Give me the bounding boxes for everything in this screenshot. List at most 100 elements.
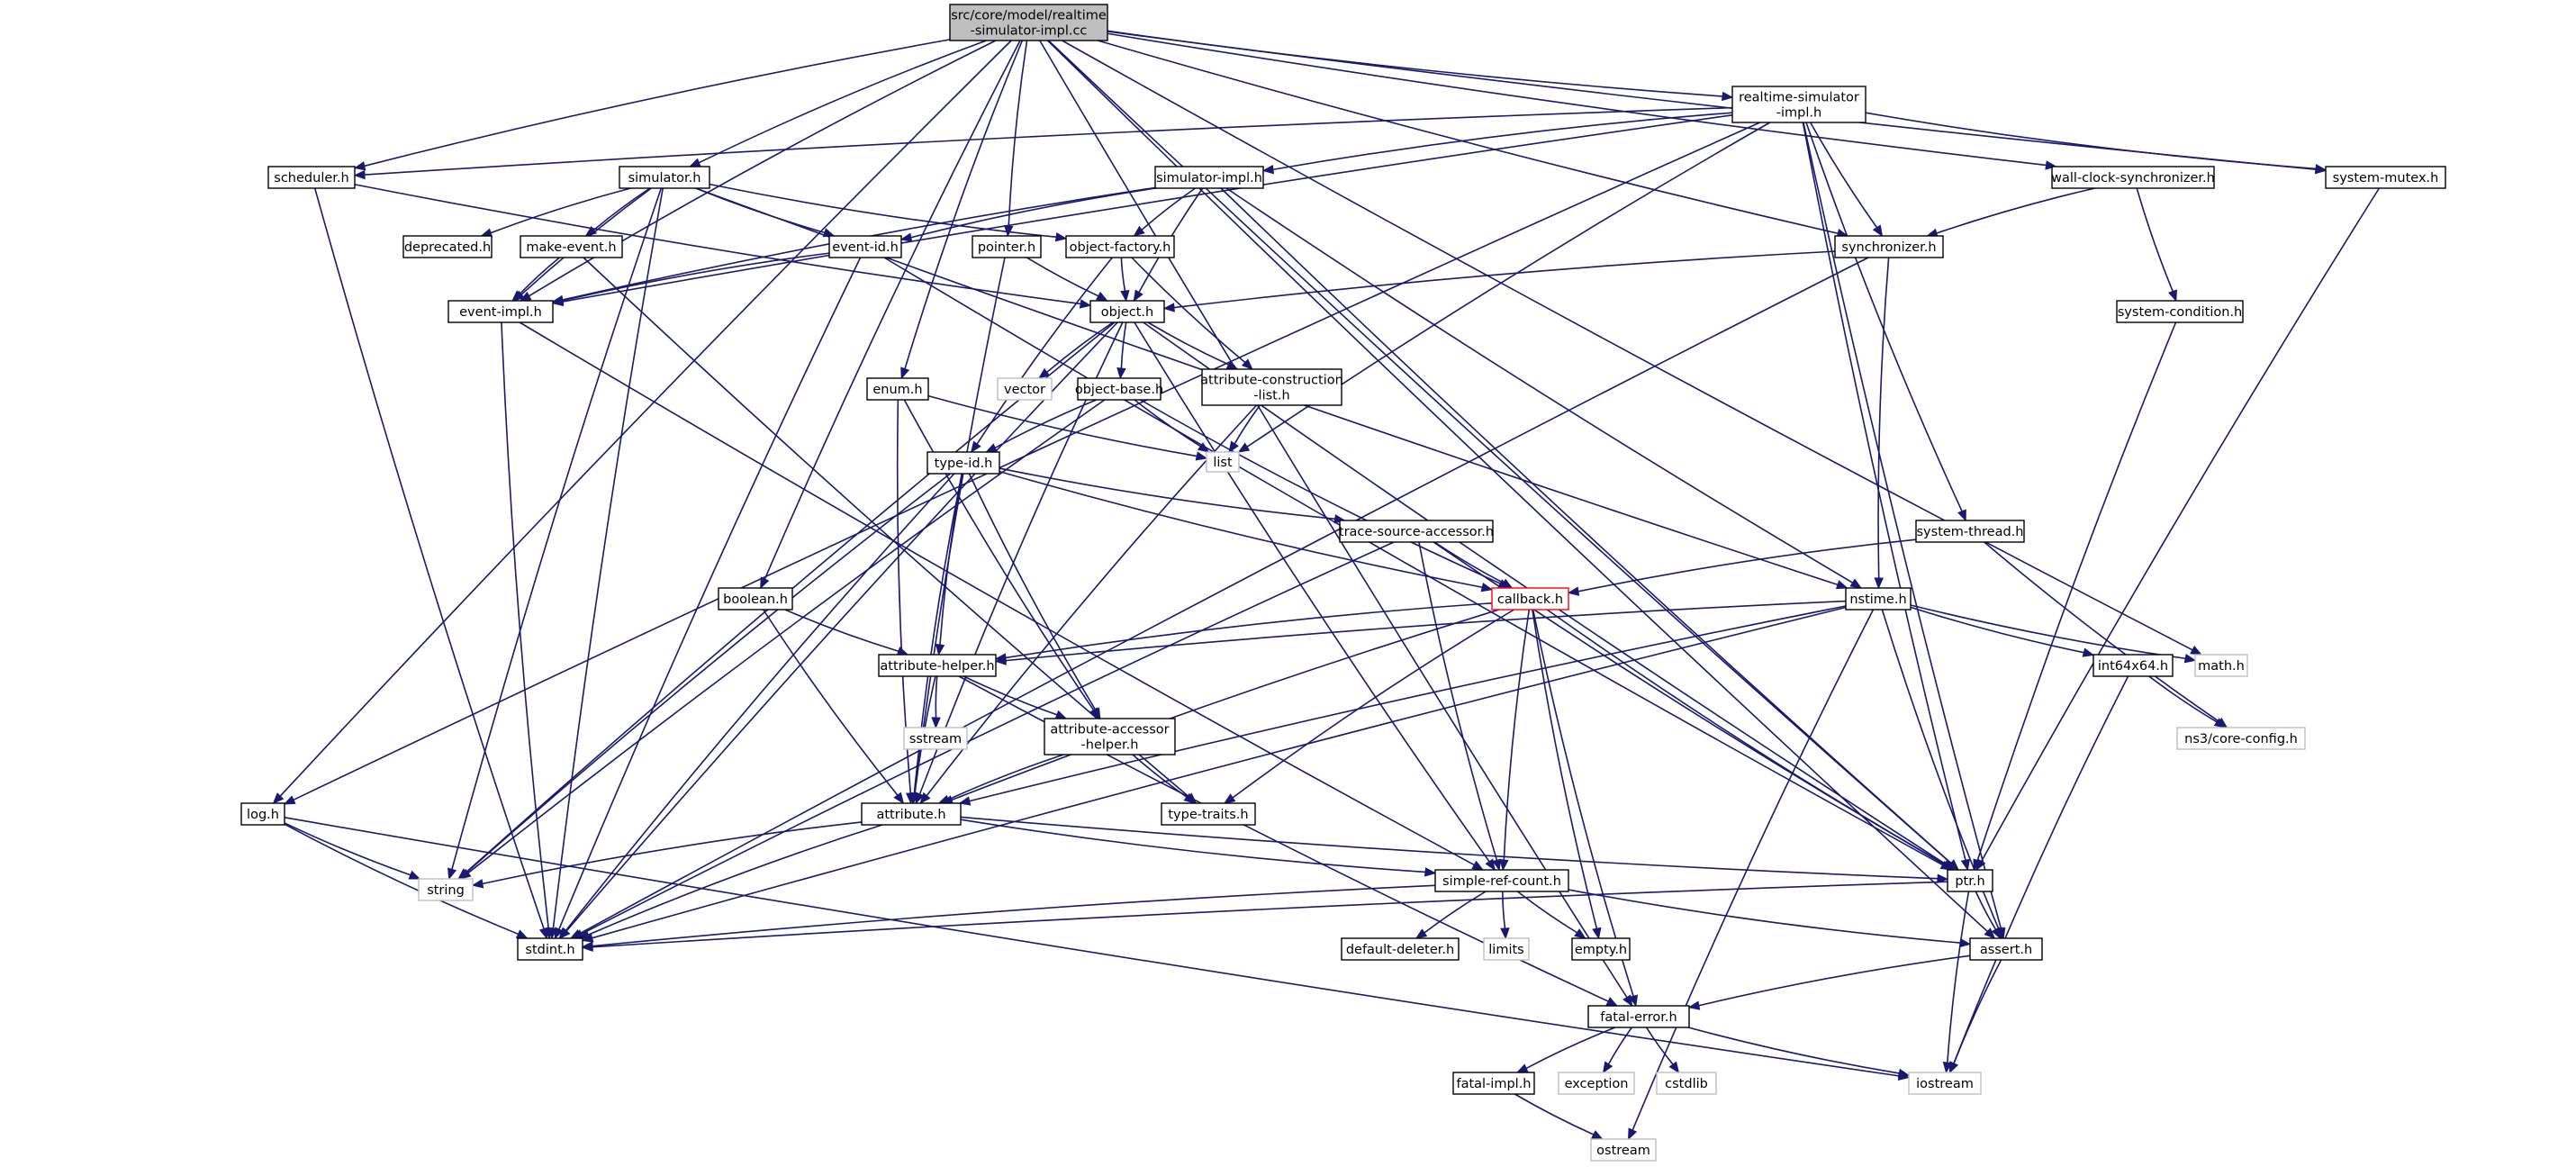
- file-node-eventimpl[interactable]: event-impl.h: [447, 300, 554, 323]
- edge-line: [960, 816, 1939, 880]
- edge-line: [1516, 891, 1577, 934]
- edge-arrowhead: [1973, 858, 1983, 872]
- file-node-label: object-factory.h: [1070, 240, 1171, 255]
- edge-line: [1120, 257, 1126, 292]
- file-node-simulator[interactable]: simulator.h: [619, 166, 710, 189]
- edge-arrowhead: [1960, 858, 1971, 872]
- file-node-box: [2194, 654, 2248, 677]
- edge-arrowhead: [1897, 1068, 1911, 1078]
- file-node-box: [1656, 1072, 1717, 1095]
- edge-arrowhead: [931, 717, 941, 729]
- file-node-sysmutex[interactable]: system-mutex.h: [2325, 166, 2446, 189]
- file-node-stdint[interactable]: stdint.h: [517, 937, 583, 961]
- file-node-empty[interactable]: empty.h: [1571, 937, 1631, 961]
- file-node-nstime[interactable]: nstime.h: [1845, 587, 1912, 611]
- edge-line: [562, 252, 830, 302]
- edge-attribute-to-ptr: [960, 816, 1949, 883]
- file-node-objbase[interactable]: object-base.h: [1075, 377, 1163, 401]
- file-node-eventid[interactable]: event-id.h: [828, 235, 902, 258]
- edge-arrowhead: [584, 225, 597, 237]
- file-node-assert[interactable]: assert.h: [1969, 937, 2043, 961]
- file-node-label: wall-clock-synchronizer.h: [2051, 171, 2215, 185]
- file-node-string: string: [418, 878, 474, 901]
- file-node-defdeleter[interactable]: default-deleter.h: [1341, 937, 1460, 961]
- file-node-fatalimpl[interactable]: fatal-impl.h: [1452, 1072, 1535, 1095]
- edge-line: [1147, 321, 1229, 366]
- edge-line: [976, 257, 1113, 445]
- edge-line: [968, 473, 1097, 710]
- edge-line: [1141, 187, 1197, 231]
- file-node-syscond[interactable]: system-condition.h: [2116, 300, 2244, 323]
- file-node-typetraits[interactable]: type-traits.h: [1161, 802, 1256, 826]
- file-node-object[interactable]: object.h: [1089, 300, 1165, 323]
- file-node-label: attribute-construction: [1200, 373, 1343, 387]
- file-node-enum[interactable]: enum.h: [866, 377, 929, 401]
- file-node-box: [447, 300, 554, 323]
- file-node-simimpl[interactable]: simulator-impl.h: [1154, 166, 1264, 189]
- file-node-label: system-condition.h: [2118, 305, 2243, 320]
- edge-ptr-to-iostream: [1942, 891, 1970, 1074]
- file-node-attrhelper[interactable]: attribute-helper.h: [878, 654, 997, 677]
- edge-arrowhead: [1079, 299, 1092, 309]
- edge-sysmutex-to-ptr: [1975, 187, 2381, 872]
- edge-line: [1910, 606, 2084, 654]
- edge-arrowhead: [581, 942, 593, 952]
- edge-arrowhead: [2168, 289, 2177, 303]
- file-node-int64x64[interactable]: int64x64.h: [2092, 654, 2174, 677]
- file-node-tsaccessor[interactable]: trace-source-accessor.h: [1339, 520, 1494, 543]
- file-node-deprecated[interactable]: deprecated.h: [402, 235, 493, 258]
- edge-arrowhead: [899, 232, 913, 242]
- file-node-typeid[interactable]: type-id.h: [926, 451, 1000, 475]
- edge-syscond-to-ptr: [1973, 321, 2177, 872]
- file-node-rtsim[interactable]: realtime-simulator-impl.h: [1731, 86, 1866, 123]
- file-node-makeevent[interactable]: make-event.h: [520, 235, 623, 258]
- edge-fatalerror-to-exception: [1602, 1027, 1633, 1074]
- edge-line: [1503, 609, 1531, 861]
- file-node-scheduler[interactable]: scheduler.h: [267, 166, 356, 189]
- edge-arrowhead: [1228, 440, 1239, 454]
- file-node-callback[interactable]: callback.h: [1491, 587, 1569, 611]
- edge-arrowhead: [1668, 1061, 1680, 1074]
- file-node-label: fatal-impl.h: [1456, 1077, 1531, 1091]
- file-node-box: [828, 235, 902, 258]
- file-node-boolean[interactable]: boolean.h: [718, 587, 793, 611]
- edge-line: [1984, 541, 2220, 722]
- file-node-attrconst[interactable]: attribute-construction-list.h: [1200, 368, 1343, 406]
- edge-arrowhead: [1133, 225, 1145, 237]
- edge-arrowhead: [1942, 1061, 1953, 1074]
- file-node-label: -impl.h: [1776, 105, 1821, 120]
- file-node-pointer[interactable]: pointer.h: [972, 235, 1042, 258]
- file-node-root[interactable]: src/core/model/realtime-simulator-impl.c…: [949, 4, 1108, 41]
- edge-line: [581, 541, 1395, 935]
- edge-arrowhead: [1424, 867, 1437, 877]
- edge-arrowhead: [457, 868, 470, 880]
- file-node-simplerefcount[interactable]: simple-ref-count.h: [1434, 869, 1569, 892]
- edge-pointer-to-attribute: [909, 257, 1006, 805]
- edge-line: [2148, 675, 2218, 723]
- edge-line: [1980, 187, 2381, 862]
- edge-line: [1107, 31, 2317, 170]
- file-node-box: [1044, 718, 1176, 755]
- file-node-objfactory[interactable]: object-factory.h: [1065, 235, 1175, 258]
- edge-arrowhead: [1241, 358, 1253, 370]
- edge-arrowhead: [551, 295, 565, 305]
- file-node-synchronizer[interactable]: synchronizer.h: [1834, 235, 1944, 258]
- file-node-ptr[interactable]: ptr.h: [1947, 869, 1993, 892]
- edge-line: [764, 40, 1021, 580]
- edge-line: [1975, 891, 1997, 930]
- edge-line: [784, 609, 899, 652]
- file-node-fatalerror[interactable]: fatal-error.h: [1587, 1005, 1690, 1028]
- file-node-label: ptr.h: [1955, 874, 1984, 889]
- file-node-box: [1731, 86, 1866, 123]
- file-node-systhread[interactable]: system-thread.h: [1915, 520, 2025, 543]
- file-node-label: simple-ref-count.h: [1442, 874, 1561, 889]
- file-node-attraccessor[interactable]: attribute-accessor-helper.h: [1044, 718, 1176, 755]
- edge-attribute-to-simplerefcount: [960, 819, 1437, 877]
- file-node-label: make-event.h: [526, 240, 616, 255]
- file-node-log[interactable]: log.h: [240, 802, 285, 826]
- edge-arrowhead: [577, 930, 591, 939]
- edge-typeid-to-callback: [999, 470, 1494, 593]
- file-node-attribute[interactable]: attribute.h: [861, 802, 962, 826]
- file-node-label: ostream: [1596, 1144, 1650, 1158]
- file-node-wallclock[interactable]: wall-clock-synchronizer.h: [2051, 166, 2215, 189]
